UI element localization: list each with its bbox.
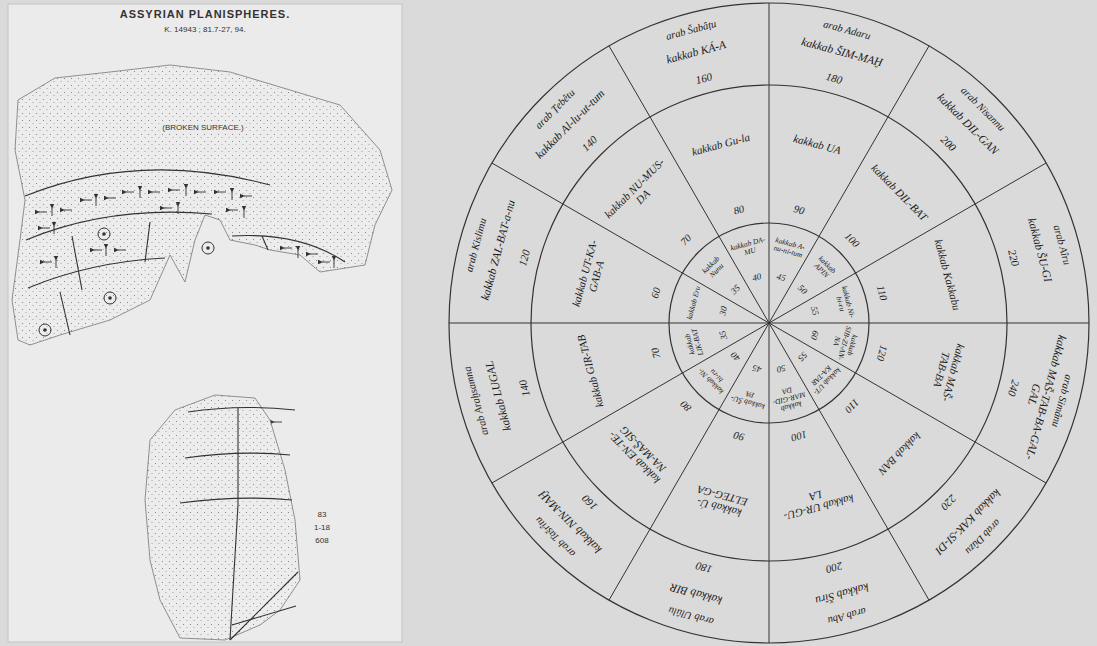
star-value: 60: [646, 276, 665, 310]
star-value: 120: [872, 336, 891, 370]
star-name: kakkab ZAL-BAT-a-nu: [475, 186, 521, 315]
star-value: 120: [514, 237, 536, 279]
star-value: 220: [930, 484, 967, 521]
star-value: 180: [814, 68, 856, 90]
tablet-fragment: [145, 395, 300, 640]
star-value: 110: [872, 276, 891, 310]
star-name: kakkab LUGAL: [475, 331, 521, 460]
star-name: kakkab APIN: [806, 249, 843, 286]
star-value: 30: [716, 299, 731, 323]
star-value: 55: [791, 345, 813, 367]
star-value: 45: [769, 270, 793, 285]
star-name: kakkab Gu-la: [681, 129, 761, 161]
museum-number: 608: [315, 537, 328, 546]
plate-title: ASSYRIAN PLANISPHERES.: [120, 9, 291, 21]
surface-note: (BROKEN SURFACE.): [159, 123, 246, 134]
star-value: 90: [782, 200, 816, 219]
star-value: 60: [807, 323, 822, 347]
star-value: 50: [791, 279, 813, 301]
star-value: 100: [782, 426, 816, 445]
star-value: 35: [716, 323, 731, 347]
month-name: arab Aîru: [1040, 183, 1083, 306]
planisphere-rings: [449, 3, 1089, 643]
star-value: 240: [1002, 368, 1024, 410]
star-name: kakkab NU-MUS-DA: [602, 156, 675, 229]
incised-lines: [180, 407, 298, 640]
star-value: 220: [1002, 237, 1024, 279]
star-value: 140: [572, 126, 609, 163]
star-name: kakkab Eru: [685, 284, 702, 321]
star-value: 200: [814, 556, 856, 578]
star-name: kakkab UT-KA-GAB-A: [569, 234, 613, 317]
star-name: kakkab KÁ-A: [632, 29, 761, 75]
star-name: kakkab Nunu: [695, 249, 732, 286]
star-name: kakkab UT-KA-TAR: [806, 360, 843, 397]
star-value: 80: [722, 200, 756, 219]
star-name: kakkab BAN: [867, 421, 932, 486]
star-value: 50: [769, 361, 793, 376]
star-value: 140: [514, 368, 536, 410]
star-value: 110: [836, 390, 867, 421]
star-name: kakkab ŠIM-MAḪ: [777, 29, 906, 75]
star-value: 45: [745, 361, 769, 376]
star-value: 55: [807, 299, 822, 323]
star-name: kakkab BIR: [632, 572, 761, 618]
star-name: kakkab Ú-ELTEG-GA: [680, 479, 763, 523]
tablet-fragment: [12, 65, 392, 345]
incised-lines: [25, 170, 345, 335]
star-name: kakkab A-nu-ni-tum: [770, 235, 809, 260]
star-name: kakkab MAŠ-TAB-BA: [925, 329, 969, 412]
plate-panel: [8, 4, 402, 642]
star-name: kakkab Kakkabu: [931, 235, 963, 315]
star-value: 180: [683, 556, 725, 578]
star-value: 80: [671, 390, 702, 421]
month-name: arab Araḫsamna: [455, 340, 498, 463]
star-name: kakkab EN-TE-NA-MAŠ-SIG: [602, 416, 675, 489]
month-name: arab Abu: [786, 594, 909, 637]
star-name: kakkab LIK-BAT: [681, 324, 706, 363]
museum-number: K. 14943 ; 81.7-27, 94.: [164, 26, 245, 35]
star-value: 40: [725, 345, 747, 367]
museum-number: 83: [318, 511, 327, 520]
star-name: kakkab GIR-TAB: [575, 330, 607, 410]
star-value: 35: [725, 279, 747, 301]
month-name: arab Šabâṭu: [629, 9, 752, 52]
star-name: kakkab UA: [776, 129, 856, 161]
star-name: kakkab Ni-bi-ru: [695, 360, 732, 397]
star-value: 100: [836, 225, 867, 256]
star-value: 90: [722, 426, 756, 445]
star-value: 160: [683, 68, 725, 90]
star-name: kakkab ŠU-PA: [729, 386, 768, 411]
star-name: kakkab SIB-ZI-AN-NA: [828, 323, 861, 364]
star-name: kakkab Ni-bi-ru: [832, 283, 857, 322]
star-name: kakkab UR-GU-LA: [775, 479, 858, 523]
museum-number: 1-18: [314, 524, 330, 533]
star-value: 40: [745, 270, 769, 285]
star-name: kakkab DA-MU: [729, 235, 768, 260]
month-name: arab Ulûlu: [629, 594, 752, 637]
star-value: 160: [572, 484, 609, 521]
star-name: kakkab MAR-GID-DA: [769, 382, 810, 415]
star-value: 200: [930, 126, 967, 163]
star-name: kakkab ŠU-GI: [1018, 186, 1064, 315]
star-value: 70: [646, 336, 665, 370]
star-name: kakkab DIL-BAT: [867, 160, 932, 225]
sector-lines: [449, 3, 1089, 643]
star-value: 70: [671, 225, 702, 256]
